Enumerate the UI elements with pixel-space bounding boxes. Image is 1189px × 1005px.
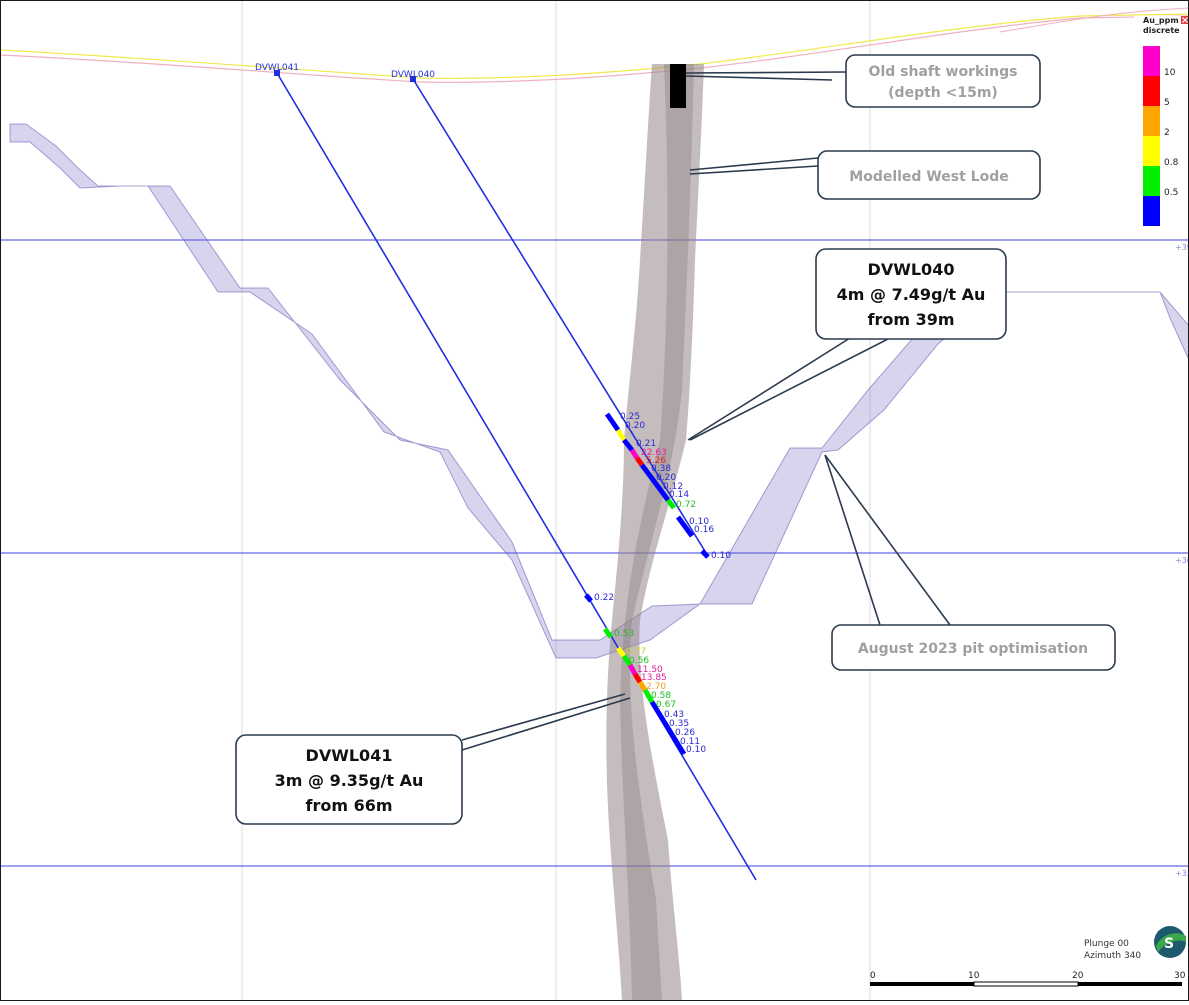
- au-ppm-legend: Au_ppm discrete 10 5 2 0.8 0.5: [1134, 16, 1189, 238]
- assay-label: 0.10: [711, 551, 731, 561]
- assay-label: 0.58: [651, 691, 671, 701]
- assay-label: 0.35: [669, 719, 689, 729]
- assay-label: 0.10: [689, 517, 709, 527]
- callout-dvwl041-line3: from 66m: [305, 796, 392, 815]
- legend-title: Au_ppm: [1143, 16, 1179, 25]
- callout-west-lode-text: Modelled West Lode: [849, 169, 1008, 185]
- assay-intervals-dvwl041: [584, 593, 687, 756]
- assay-label: 0.20: [656, 473, 676, 483]
- assay-label: 0.10: [686, 745, 706, 755]
- orientation-info: Plunge 00 Azimuth 340 S: [1084, 926, 1186, 961]
- close-icon[interactable]: [1181, 16, 1189, 24]
- callout-shaft: Old shaft workings (depth <15m): [845, 54, 1041, 108]
- callout-dvwl040-line2: 4m @ 7.49g/t Au: [837, 285, 986, 304]
- assay-label: 0.72: [676, 500, 696, 510]
- plunge-label: Plunge 00: [1084, 939, 1129, 949]
- callout-dvwl041-line1: DVWL041: [306, 746, 393, 765]
- assay-label: 11.50: [637, 665, 663, 675]
- legend-swatch-2: [1143, 106, 1160, 136]
- assay-label: 0.25: [620, 412, 640, 422]
- assay-label: 0.21: [636, 439, 656, 449]
- callout-shaft-line2: (depth <15m): [888, 85, 998, 101]
- callout-west-lode: Modelled West Lode: [817, 150, 1041, 200]
- legend-label: 0.8: [1164, 158, 1179, 168]
- legend-subtitle: discrete: [1143, 26, 1180, 35]
- assay-label: 0.20: [625, 421, 645, 431]
- shaft-workings: [670, 64, 686, 108]
- scale-tick: 10: [968, 971, 980, 981]
- elevation-label: +39: [1175, 243, 1189, 252]
- legend-swatch-10: [1143, 46, 1160, 76]
- callout-dvwl040-line1: DVWL040: [868, 260, 955, 279]
- assay-label: 2.70: [646, 682, 666, 692]
- legend-swatch-low: [1143, 196, 1160, 226]
- callout-dvwl040: DVWL040 4m @ 7.49g/t Au from 39m: [815, 248, 1007, 340]
- assay-label: 22.63: [641, 448, 667, 458]
- legend-label: 10: [1164, 68, 1176, 78]
- assay-label: 0.43: [664, 710, 684, 720]
- legend-label: 5: [1164, 98, 1170, 108]
- hole-label-dvwl040: DVWL040: [391, 70, 435, 80]
- callout-pit: August 2023 pit optimisation: [831, 624, 1116, 671]
- orientation-globe-icon[interactable]: S: [1154, 926, 1186, 958]
- assay-label: 0.22: [594, 593, 614, 603]
- assay-labels-dvwl040: 0.25 0.20 0.21 22.63 5.26 0.38 0.20 0.12…: [620, 412, 731, 561]
- legend-label: 0.5: [1164, 188, 1178, 198]
- callout-dvwl040-line3: from 39m: [867, 310, 954, 329]
- assay-labels-dvwl041: 0.22 0.53 0.77 0.56 11.50 13.85 2.70 0.5…: [594, 593, 706, 755]
- west-lode-solid: [606, 64, 704, 1001]
- assay-label: 0.53: [614, 629, 634, 639]
- scale-tick: 0: [870, 971, 876, 981]
- elevation-label: +33: [1175, 869, 1189, 878]
- legend-swatch-5: [1143, 76, 1160, 106]
- svg-text:S: S: [1164, 936, 1174, 952]
- assay-label: 0.38: [651, 464, 671, 474]
- callout-pit-text: August 2023 pit optimisation: [858, 641, 1088, 657]
- assay-label: 0.11: [680, 737, 700, 747]
- legend-label: 2: [1164, 128, 1170, 138]
- assay-label: 5.26: [646, 456, 666, 466]
- elevation-label: +36: [1175, 556, 1189, 565]
- callout-shaft-line1: Old shaft workings: [869, 64, 1018, 80]
- assay-intervals-dvwl040: [604, 412, 710, 559]
- elevation-lines: [0, 239, 1189, 867]
- pit-shell: [9, 123, 1189, 659]
- callout-dvwl041-line2: 3m @ 9.35g/t Au: [275, 771, 424, 790]
- legend-swatch-0.5: [1143, 166, 1160, 196]
- assay-label: 0.16: [694, 525, 714, 535]
- assay-label: 0.77: [626, 647, 646, 657]
- assay-label: 0.14: [669, 490, 689, 500]
- assay-label: 0.12: [663, 482, 683, 492]
- scale-bar: 0 10 20 30: [870, 971, 1186, 987]
- assay-label: 13.85: [641, 673, 667, 683]
- callout-leaders: [461, 71, 951, 751]
- assay-label: 0.67: [656, 700, 676, 710]
- assay-label: 0.26: [675, 728, 695, 738]
- legend-swatch-0.8: [1143, 136, 1160, 166]
- hole-label-dvwl041: DVWL041: [255, 63, 299, 73]
- scale-tick: 30: [1174, 971, 1186, 981]
- scale-tick: 20: [1072, 971, 1084, 981]
- drill-hole-dvwl040: DVWL040: [391, 70, 709, 557]
- topography-surface: [0, 7, 1189, 83]
- azimuth-label: Azimuth 340: [1084, 951, 1141, 961]
- elevation-labels: +39 +36 +33: [1175, 243, 1189, 878]
- callout-dvwl041: DVWL041 3m @ 9.35g/t Au from 66m: [235, 734, 463, 825]
- assay-label: 0.56: [629, 656, 649, 666]
